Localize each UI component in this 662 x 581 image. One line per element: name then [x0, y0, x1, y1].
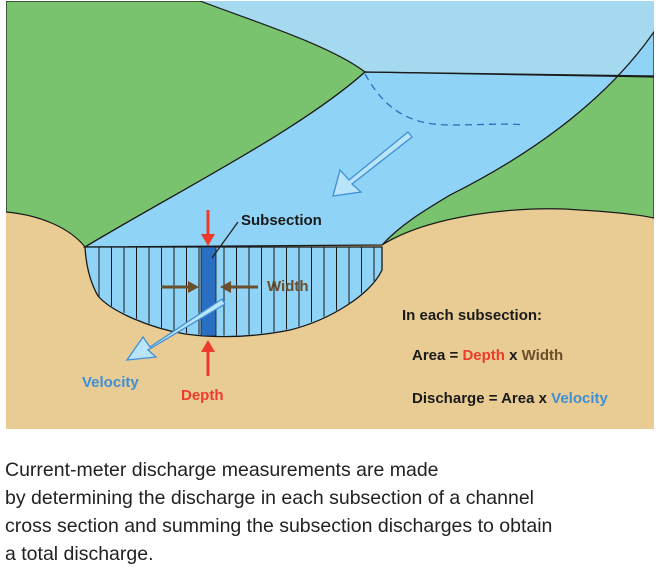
width-label: Width [267, 278, 309, 295]
caption-line-2: by determining the discharge in each sub… [5, 487, 535, 509]
area-formula-depth: Depth [462, 347, 505, 364]
caption-line-1: Current-meter discharge measurements are… [5, 459, 439, 481]
river-surface [82, 30, 654, 248]
discharge-formula-lhs: Discharge [412, 390, 485, 407]
flow-arrow [332, 131, 413, 197]
discharge-formula: Discharge = Area x Velocity [412, 390, 608, 407]
velocity-label: Velocity [82, 374, 139, 391]
discharge-formula-area: Area [501, 390, 535, 407]
discharge-diagram: Subsection Width Velocity Depth In each … [6, 1, 654, 429]
depth-label: Depth [181, 387, 224, 404]
area-formula-op: x [505, 347, 522, 364]
subsection-label: Subsection [241, 212, 322, 229]
area-formula-eq: = [445, 347, 462, 364]
discharge-formula-op: x [534, 390, 551, 407]
discharge-formula-velocity: Velocity [551, 390, 608, 407]
caption-line-4: a total discharge. [5, 543, 154, 565]
caption: Current-meter discharge measurements are… [5, 456, 655, 568]
width-arrowhead-left [188, 281, 199, 293]
depth-arrowhead-top [201, 234, 215, 246]
area-formula-width: Width [522, 347, 564, 364]
highlighted-subsection [200, 246, 217, 337]
discharge-formula-eq: = [485, 390, 502, 407]
subsection-pointer [211, 221, 239, 259]
river-bend-dashes [364, 73, 526, 126]
width-arrowhead-right [220, 281, 231, 293]
caption-line-3: cross section and summing the subsection… [5, 515, 553, 537]
depth-arrowhead-bottom [201, 340, 215, 352]
area-formula: Area = Depth x Width [412, 347, 563, 364]
area-formula-lhs: Area [412, 347, 446, 364]
formula-heading: In each subsection: [402, 307, 542, 324]
river-top-edge [364, 71, 654, 77]
subsection-lines [98, 247, 375, 336]
velocity-arrow [125, 298, 226, 361]
